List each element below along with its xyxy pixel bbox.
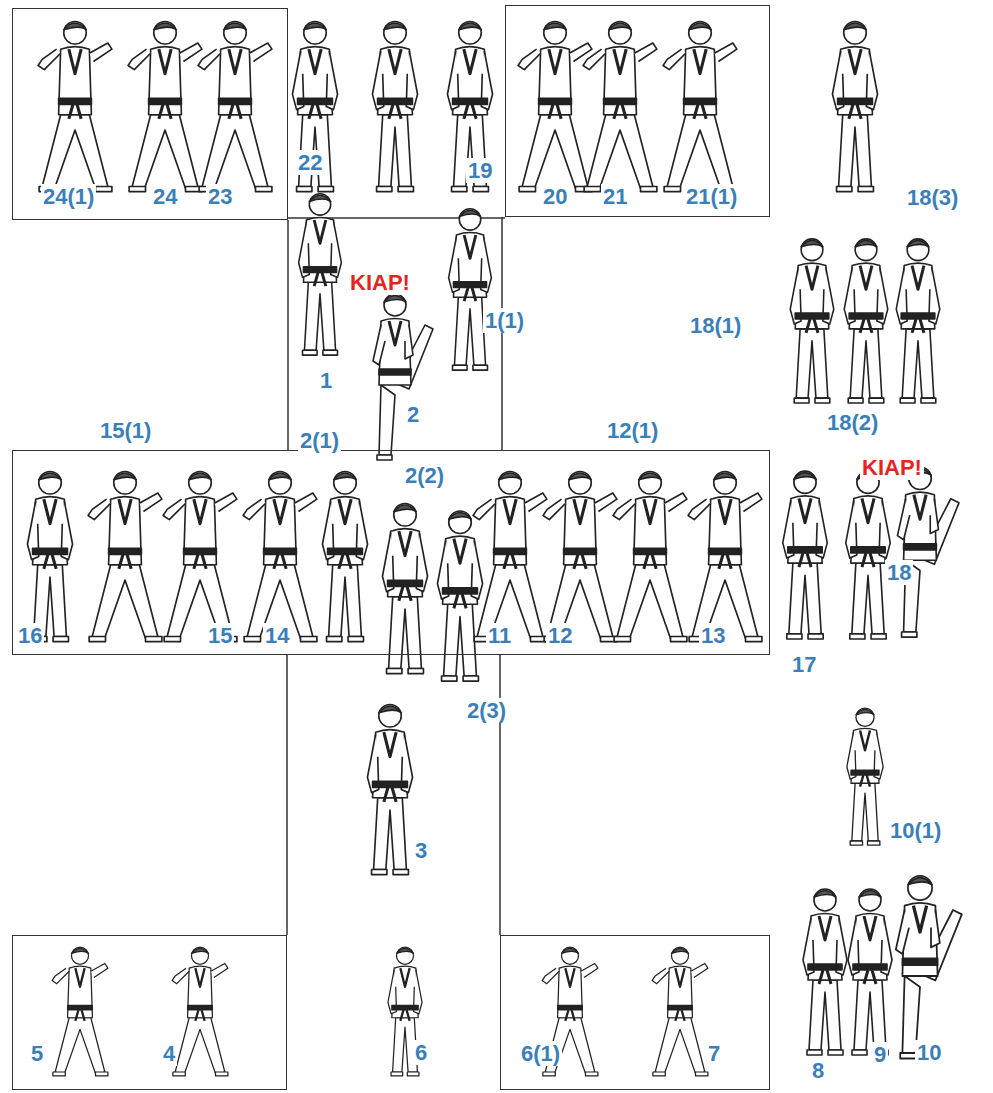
floor-line <box>499 655 501 935</box>
callout-number: 6 <box>413 1040 429 1065</box>
pattern-box: 24(1) 24 23 <box>12 8 288 220</box>
callout-number: 2(3) <box>465 698 508 723</box>
callout-number: 8 <box>810 1058 826 1083</box>
callout-number: 17 <box>790 652 818 677</box>
callout-number: 23 <box>206 184 234 209</box>
floor-line <box>286 655 288 935</box>
callout-number: 18(1) <box>688 313 743 338</box>
callout-number: 16 <box>16 623 44 648</box>
pattern-box: 54 <box>12 935 287 1090</box>
callout-number: 22 <box>296 150 324 175</box>
pattern-box: 20 21 21(1) <box>505 5 770 217</box>
callout-number: 10 <box>915 1040 943 1065</box>
callout-number: 24 <box>151 184 179 209</box>
callout-number: 6(1) <box>519 1041 562 1066</box>
callout-number: 11 <box>486 623 513 648</box>
callout-number: 21(1) <box>684 184 739 209</box>
pattern-box: 16 15 14 2(2) 11 12 13 <box>12 450 770 655</box>
callout-number: 19 <box>466 158 494 183</box>
callout-number: 15 <box>206 623 234 648</box>
kiap-shout: KIAP! <box>860 455 924 480</box>
floor-line <box>287 220 289 450</box>
callout-number: 21 <box>601 184 629 209</box>
callout-number: 10(1) <box>888 818 943 843</box>
callout-number: 4 <box>161 1041 177 1066</box>
callout-number: 12(1) <box>605 418 660 443</box>
callout-number: 3 <box>413 838 429 863</box>
callout-number: 9 <box>872 1042 888 1067</box>
callout-number: 1 <box>318 368 334 393</box>
callout-number: 1(1) <box>483 308 526 333</box>
callout-number: 24(1) <box>41 184 96 209</box>
floor-line <box>501 217 503 450</box>
callout-number: 7 <box>706 1041 722 1066</box>
callout-number: 18 <box>885 560 913 585</box>
pattern-box: 6(1) 7 <box>500 935 770 1090</box>
callout-number: 2(1) <box>298 428 341 453</box>
callout-number: 5 <box>29 1041 45 1066</box>
callout-number: 12 <box>546 623 574 648</box>
callout-number: 18(3) <box>905 185 960 210</box>
callout-number: 15(1) <box>98 418 153 443</box>
callout-number: 2(2) <box>403 463 446 488</box>
callout-number: 20 <box>541 184 569 209</box>
callout-number: 14 <box>263 623 291 648</box>
kiap-shout: KIAP! <box>348 270 412 295</box>
callout-number: 13 <box>699 623 727 648</box>
callout-number: 2 <box>405 402 421 427</box>
callout-number: 18(2) <box>825 410 880 435</box>
